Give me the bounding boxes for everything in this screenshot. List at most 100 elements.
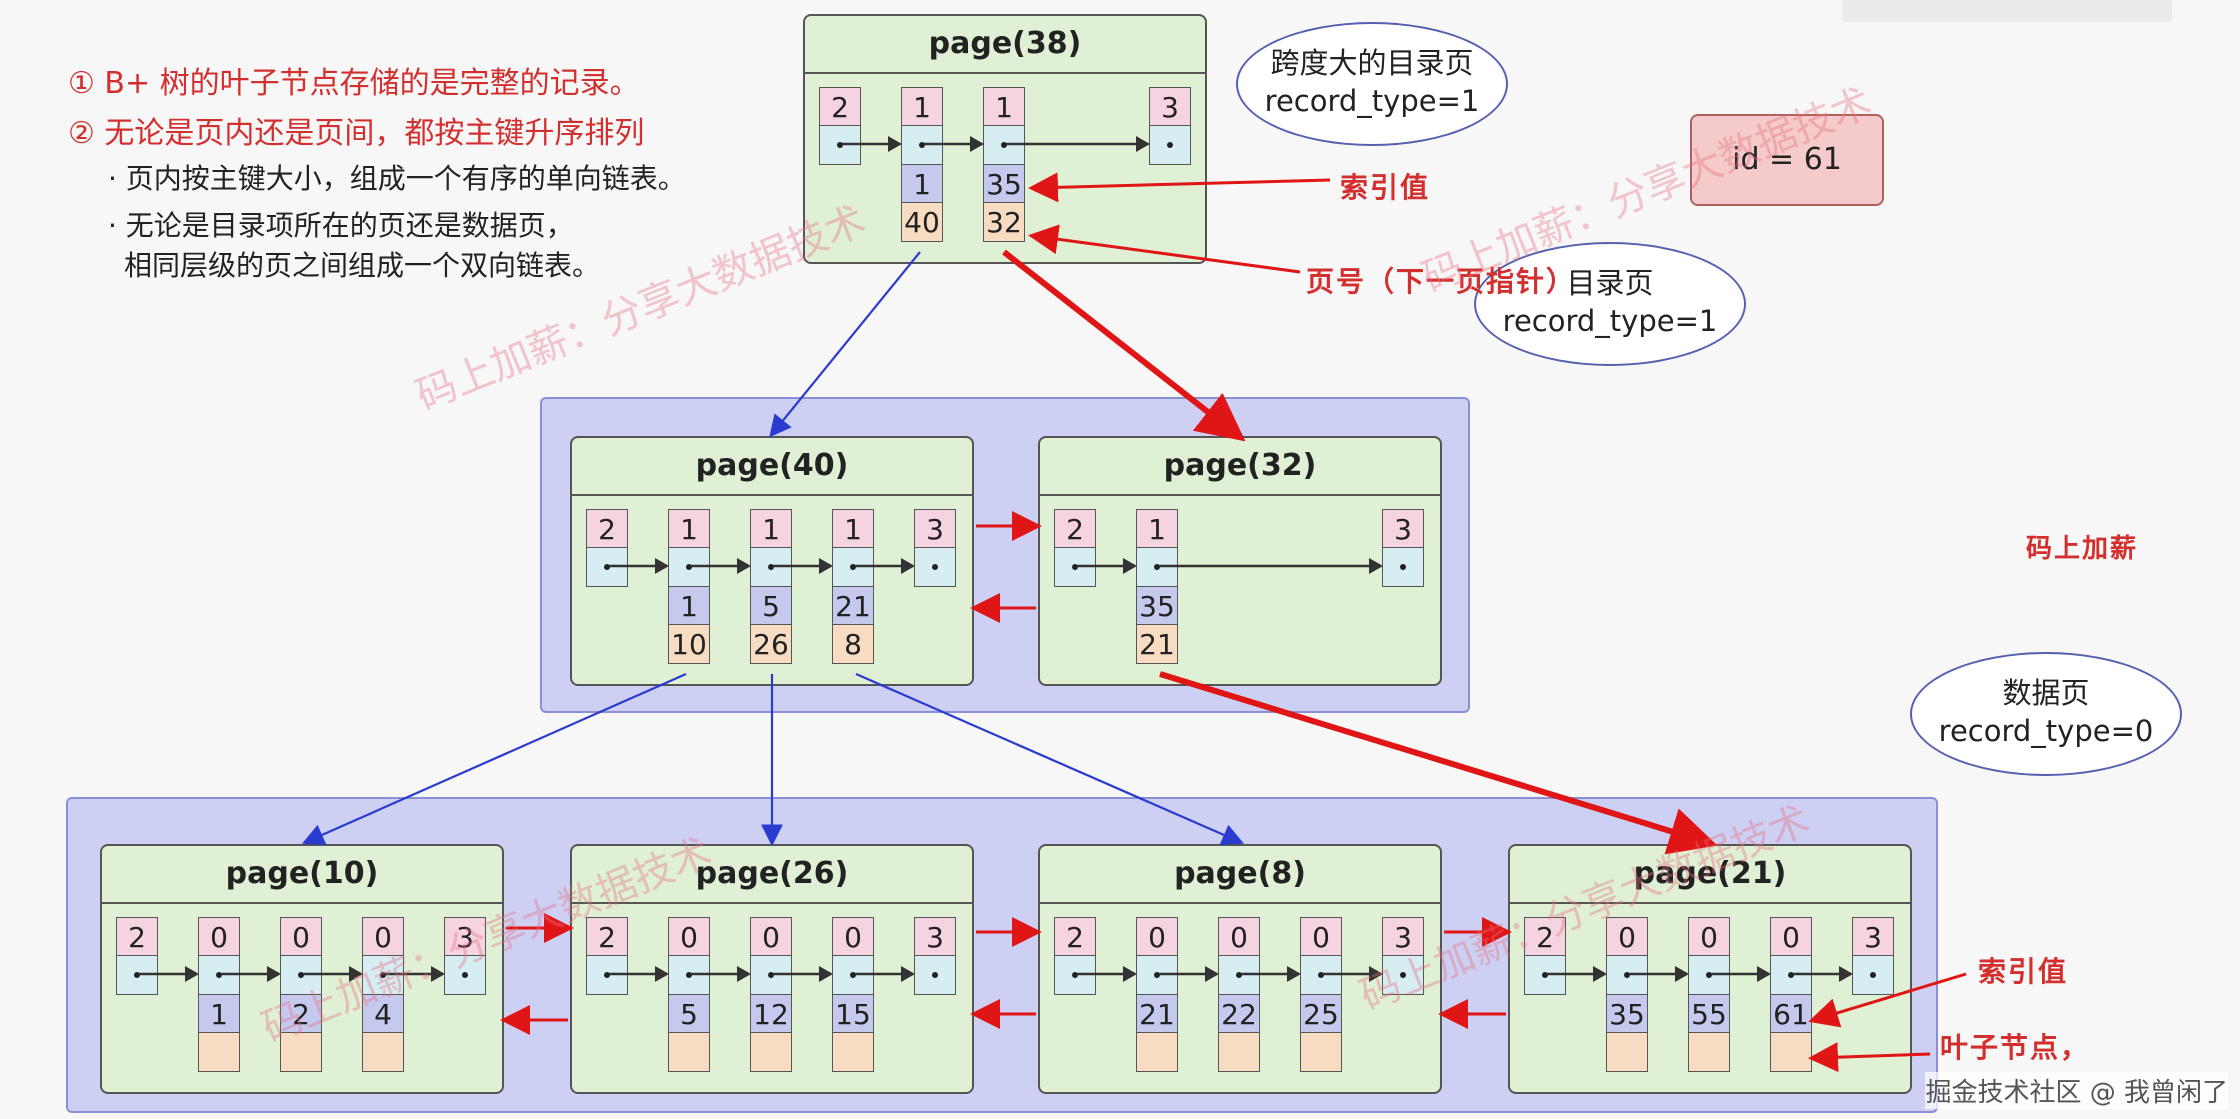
- index-value-label-top: 索引值: [1340, 171, 1431, 204]
- next-pointer-dot: [768, 972, 774, 978]
- data-page-bubble: 数据页 record_type=0: [1910, 652, 2182, 776]
- record-infimum: 2: [1524, 916, 1566, 995]
- bubble-line: record_type=0: [1938, 714, 2154, 748]
- chain-arrowhead: [267, 966, 281, 982]
- next-pointer-dot: [1318, 972, 1324, 978]
- chain-arrowhead: [1369, 966, 1383, 982]
- record-type-cell: 3: [1852, 916, 1894, 957]
- next-pointer-dot: [932, 564, 938, 570]
- page-number-cell: 40: [901, 202, 943, 242]
- record-type-cell: 1: [750, 508, 792, 549]
- notes-panel: ① B+ 树的叶子节点存储的是完整的记录。 ② 无论是页内还是页间，都按主键升序…: [68, 62, 828, 287]
- chain-arrowhead: [819, 558, 833, 574]
- key-cell: 61: [1770, 993, 1812, 1034]
- chain-arrowhead: [1675, 966, 1689, 982]
- page-number-label: 页号（下一页指针）: [1306, 265, 1577, 298]
- record-infimum: 2: [586, 916, 628, 995]
- record-infimum: 2: [819, 86, 861, 165]
- record-type-cell: 0: [1770, 916, 1812, 957]
- chain-arrowhead: [901, 558, 915, 574]
- record-type-cell: 0: [750, 916, 792, 957]
- record-infimum: 2: [1054, 508, 1096, 587]
- note-line-2: ② 无论是页内还是页间，都按主键升序排列: [68, 115, 645, 151]
- middle-directory-bubble: 目录页 record_type=1: [1474, 242, 1746, 366]
- search-path-32-to-21: [1159, 671, 1718, 855]
- key-cell: 25: [1300, 993, 1342, 1034]
- page-title: page(40): [572, 438, 972, 496]
- record-type-cell: 2: [819, 86, 861, 127]
- next-pointer-dot: [686, 972, 692, 978]
- key-cell: 12: [750, 993, 792, 1034]
- next-pointer-dot: [1624, 972, 1630, 978]
- pointer-38-to-40: [769, 251, 921, 438]
- brand-label: 码上加薪: [2026, 534, 2139, 564]
- search-path-38-to-32: [1002, 249, 1246, 442]
- record-supremum: 3: [444, 916, 486, 995]
- next-pointer-dot: [604, 972, 610, 978]
- next-record-cell: [1382, 547, 1424, 587]
- note-line-1: ① B+ 树的叶子节点存储的是完整的记录。: [68, 66, 640, 101]
- record-type-cell: 1: [668, 508, 710, 549]
- page-number-cell: 26: [750, 624, 792, 664]
- annotation-arrow-leaf-node: [1808, 1042, 1931, 1073]
- chain-arrowhead: [737, 558, 751, 574]
- next-record-cell: [1852, 955, 1894, 995]
- bubble-line: 跨度大的目录页: [1270, 46, 1474, 80]
- key-cell: 1: [198, 993, 240, 1034]
- next-pointer-dot: [1870, 972, 1876, 978]
- next-pointer-dot: [1542, 972, 1548, 978]
- chain-arrowhead: [1136, 136, 1150, 152]
- key-cell: 35: [1136, 585, 1178, 626]
- next-pointer-dot: [686, 564, 692, 570]
- record-type-cell: 3: [1149, 86, 1191, 127]
- bubble-line: record_type=1: [1264, 84, 1480, 118]
- record-type-cell: 1: [1136, 508, 1178, 549]
- page-number-cell: [198, 1032, 240, 1072]
- page-number-cell: [1218, 1032, 1260, 1072]
- in-page-chain-arrows: [139, 136, 1853, 982]
- page-number-cell: 10: [668, 624, 710, 664]
- next-record-cell: [819, 125, 861, 165]
- record-type-cell: 3: [914, 508, 956, 549]
- chain-arrowhead: [349, 966, 363, 982]
- record-type-cell: 2: [586, 508, 628, 549]
- record-type-cell: 0: [198, 916, 240, 957]
- next-pointer-dot: [850, 972, 856, 978]
- page-number-cell: [750, 1032, 792, 1072]
- page-title: page(8): [1040, 846, 1440, 904]
- next-record-cell: [198, 955, 240, 995]
- record-type-cell: 0: [280, 916, 322, 957]
- chain-arrowhead: [655, 558, 669, 574]
- page-title: page(21): [1510, 846, 1910, 904]
- chain-arrowhead: [185, 966, 199, 982]
- key-cell: 35: [1606, 993, 1648, 1034]
- chain-arrowhead: [737, 966, 751, 982]
- next-record-cell: [1382, 955, 1424, 995]
- footer-watermark: 掘金技术社区 @ 我曾闲了: [1925, 1072, 2228, 1109]
- next-pointer-dot: [216, 972, 222, 978]
- top-watermark-strip: [1842, 0, 2172, 22]
- chain-arrowhead: [819, 966, 833, 982]
- record-type-cell: 1: [983, 86, 1025, 127]
- next-pointer-dot: [604, 564, 610, 570]
- key-cell: 21: [1136, 993, 1178, 1034]
- page-number-cell: [832, 1032, 874, 1072]
- key-cell: 35: [983, 163, 1025, 204]
- record-supremum: 3: [1382, 508, 1424, 587]
- next-record-cell: [1149, 125, 1191, 165]
- note-line-5: 相同层级的页之间组成一个双向链表。: [124, 249, 601, 283]
- page-title: page(10): [102, 846, 502, 904]
- record-type-cell: 3: [1382, 508, 1424, 549]
- annotation-arrow-index-top: [1028, 172, 1331, 203]
- next-pointer-dot: [932, 972, 938, 978]
